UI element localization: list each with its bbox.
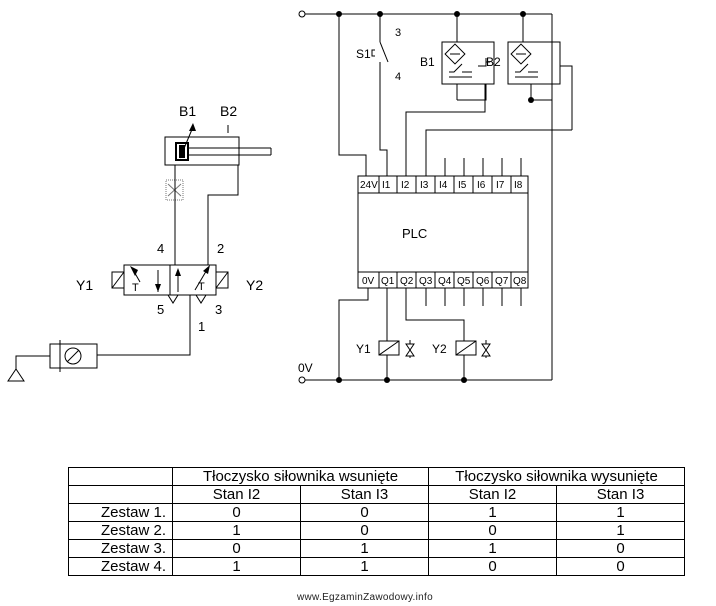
row-label: Zestaw 3. [68, 539, 173, 558]
table-cell: 1 [556, 503, 686, 522]
table-cell: 0 [299, 503, 430, 522]
plc-output-q4: Q4 [438, 276, 452, 287]
plc-label: PLC [402, 226, 427, 241]
port-3-label: 3 [215, 302, 222, 317]
port-2-label: 2 [217, 241, 224, 256]
coil-y1: Y1 [356, 340, 415, 380]
table-corner-cell [68, 485, 173, 504]
valve-exhaust-t2: T [198, 281, 205, 293]
table-row: Zestaw 1. 0 0 1 1 [68, 503, 686, 522]
plc-output-q1: Q1 [381, 276, 395, 287]
row-label: Zestaw 1. [68, 503, 173, 522]
row-label: Zestaw 4. [68, 557, 173, 576]
sensor-state-table: Tłoczysko siłownika wsunięte Tłoczysko s… [68, 467, 686, 576]
coil-y2-label: Y2 [432, 342, 447, 356]
table-row: Zestaw 3. 0 1 1 0 [68, 539, 686, 558]
pneumatic-b2-label: B2 [220, 103, 237, 119]
solenoid-valve-5-2: T T [111, 264, 229, 304]
plc-output-0v: 0V [362, 276, 375, 287]
table-cell: 1 [172, 557, 301, 576]
table-cell: 1 [428, 539, 558, 558]
table-cell: 1 [172, 521, 301, 540]
plc-input-i2: I2 [401, 180, 410, 191]
plc-output-q2: Q2 [400, 276, 414, 287]
plc-output-q7: Q7 [495, 276, 509, 287]
sensor-b2: B2 [486, 14, 573, 130]
plc-block: 24V I1 I2 I3 I4 I5 I6 I7 I8 PLC 0V Q1 Q2… [357, 175, 529, 289]
table-cell: 1 [556, 521, 686, 540]
table-header-row: Tłoczysko siłownika wsunięte Tłoczysko s… [68, 467, 686, 486]
switch-s1: S1 3 4 [356, 14, 401, 176]
table-cell: 0 [299, 521, 430, 540]
table-cell: 0 [172, 503, 301, 522]
sensor-b2-label: B2 [486, 55, 501, 69]
table-row: Zestaw 4. 1 1 0 0 [68, 557, 686, 576]
group-header-retracted: Tłoczysko siłownika wsunięte [171, 467, 430, 486]
pneumatic-cylinder [164, 123, 272, 166]
circuit-diagram: B1 B2 [7, 10, 573, 384]
watermark: www.EgzaminZawodowy.info [297, 592, 433, 603]
port-1-label: 1 [198, 319, 205, 334]
plc-input-i6: I6 [477, 180, 486, 191]
sensor-b1: B1 [420, 14, 495, 101]
plc-input-i1: I1 [382, 180, 391, 191]
table-row: Zestaw 2. 1 0 0 1 [68, 521, 686, 540]
table-cell: 1 [428, 503, 558, 522]
plc-input-i4: I4 [439, 180, 448, 191]
table-cell: 1 [299, 557, 430, 576]
valve-exhaust-t: T [132, 282, 139, 294]
coil-y2: Y2 [432, 340, 491, 380]
plc-output-q8: Q8 [513, 276, 527, 287]
table-cell: 0 [172, 539, 301, 558]
switch-s1-pin3: 3 [395, 27, 401, 39]
row-label: Zestaw 2. [68, 521, 173, 540]
table-cell: 0 [428, 557, 558, 576]
table-cell: 1 [299, 539, 430, 558]
air-supply-unit [7, 340, 98, 382]
table-subheader-row: Stan I2 Stan I3 Stan I2 Stan I3 [68, 485, 686, 504]
port-4-label: 4 [157, 241, 164, 256]
valve-coil-y1-label: Y1 [76, 277, 93, 293]
plc-input-i5: I5 [458, 180, 467, 191]
table-cell: 0 [428, 521, 558, 540]
valve-coil-y2-label: Y2 [246, 277, 263, 293]
plc-output-q6: Q6 [476, 276, 490, 287]
coil-y1-label: Y1 [356, 342, 371, 356]
plc-input-i7: I7 [496, 180, 505, 191]
ground-rail-label: 0V [298, 361, 313, 375]
sensor-b1-label: B1 [420, 55, 435, 69]
electrical-schematic: S1 3 4 B1 B [298, 10, 573, 384]
plc-input-24v: 24V [360, 180, 378, 191]
table-cell: 0 [556, 557, 686, 576]
table-cell: 0 [556, 539, 686, 558]
subheader-cell: Stan I2 [428, 485, 558, 504]
switch-s1-label: S1 [356, 47, 371, 61]
subheader-cell: Stan I3 [299, 485, 430, 504]
pneumatic-schematic: B1 B2 [7, 103, 272, 382]
port-5-label: 5 [157, 302, 164, 317]
subheader-cell: Stan I3 [556, 485, 686, 504]
subheader-cell: Stan I2 [172, 485, 301, 504]
pneumatic-b1-label: B1 [179, 103, 196, 119]
plc-output-q5: Q5 [457, 276, 471, 287]
switch-s1-pin4: 4 [395, 71, 401, 83]
plc-output-q3: Q3 [419, 276, 433, 287]
group-header-extended: Tłoczysko siłownika wysunięte [428, 467, 686, 486]
plc-input-i8: I8 [514, 180, 523, 191]
table-corner-cell [68, 467, 173, 486]
plc-input-i3: I3 [420, 180, 429, 191]
